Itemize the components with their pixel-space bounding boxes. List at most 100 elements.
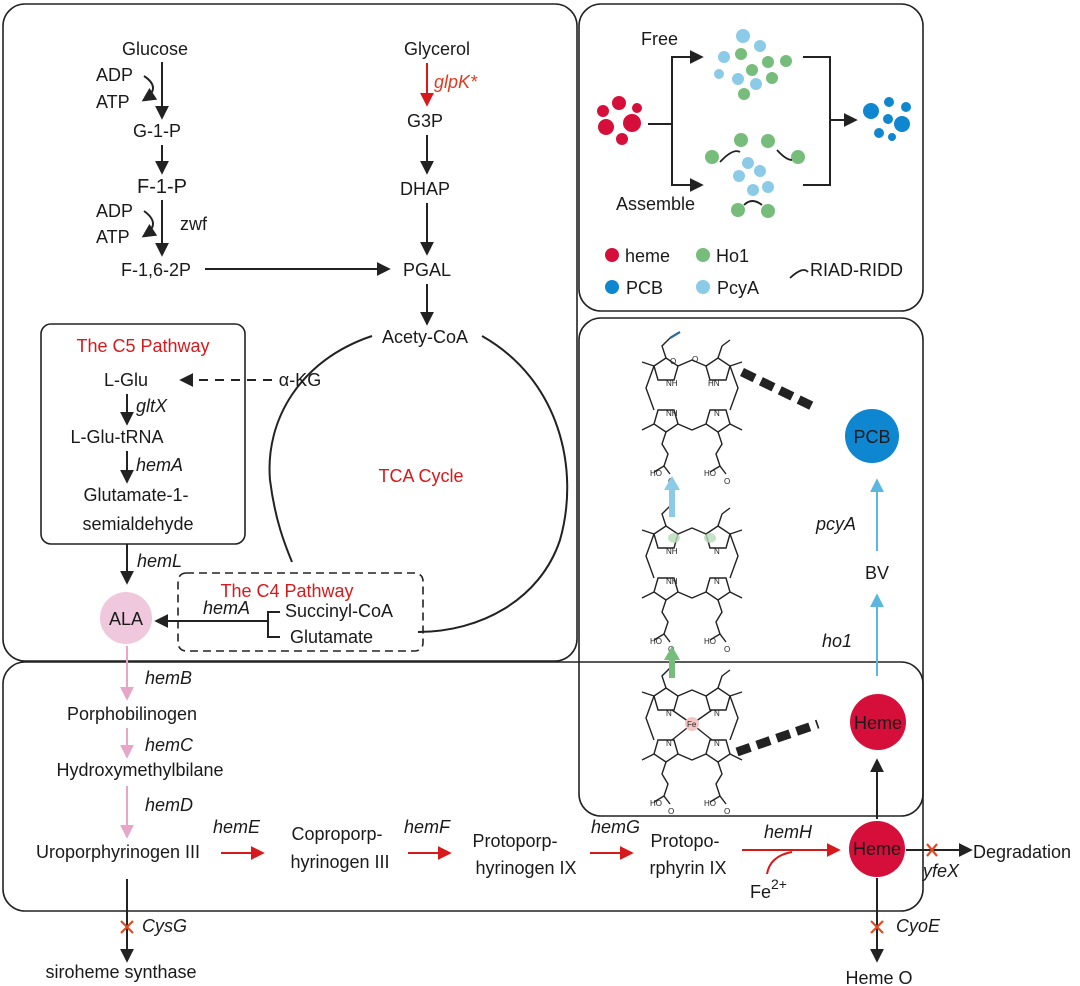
pcb-cluster [863, 97, 911, 141]
svg-text:HO: HO [650, 637, 662, 646]
fe-curve [766, 851, 793, 875]
acetyl-coa-label: Acety-CoA [382, 327, 468, 347]
g3p-label: G3P [407, 111, 443, 131]
hemd-label: hemD [145, 795, 193, 815]
glucose-label: Glucose [122, 39, 188, 59]
protoporphyrin-label-2: rphyrin IX [649, 858, 726, 878]
svg-text:O: O [724, 477, 730, 486]
pcb-molecule: NH HN NH N O O HO O HO O [641, 331, 743, 486]
heme-node-bottom [849, 821, 905, 877]
hema-c4-label: hemA [203, 598, 250, 618]
atp-label-1: ATP [96, 92, 130, 112]
svg-text:O: O [724, 645, 730, 654]
g1p-label: G-1-P [133, 121, 181, 141]
pcb-node [845, 409, 899, 463]
heme-synthesis-panel [2, 661, 924, 912]
glutamate-1-label: Glutamate-1- [83, 485, 188, 505]
glutamate-label: Glutamate [290, 627, 373, 647]
legend-ho1-label: Ho1 [716, 246, 749, 266]
heme-cluster [597, 96, 642, 145]
cysg-label: CysG [142, 916, 187, 936]
hemg-label: hemG [591, 817, 640, 837]
adp-label-1: ADP [96, 65, 133, 85]
svg-text:NH: NH [666, 577, 678, 586]
succinyl-coa-label: Succinyl-CoA [285, 601, 393, 621]
svg-text:O: O [668, 807, 674, 816]
protoporphyrin-label-1: Protopo- [650, 831, 719, 851]
legend-heme-swatch [605, 248, 619, 262]
uroporphyrinogen-label: Uroporphyrinogen III [36, 842, 200, 862]
arrow-adp-atp-2 [141, 210, 158, 238]
fe-label: Fe2+ [750, 876, 787, 902]
svg-text:O: O [670, 357, 676, 366]
arrow-bv-pcb-head [664, 476, 680, 490]
ho1-label: ho1 [822, 631, 852, 651]
svg-text:N: N [714, 547, 720, 556]
arrow-heme-bv-head [664, 646, 680, 660]
c4-bracket [267, 611, 280, 638]
adp-label-2: ADP [96, 201, 133, 221]
conversion-panel [578, 317, 924, 817]
tca-arc-right [417, 335, 569, 633]
tca-title: TCA Cycle [378, 466, 463, 486]
c4-title: The C4 Pathway [220, 581, 353, 601]
arrow-adp-atp-1 [141, 75, 158, 102]
glpk-label: glpK* [434, 72, 478, 92]
hemh-label: hemH [764, 822, 813, 842]
svg-text:N: N [666, 709, 672, 718]
hemb-label: hemB [145, 668, 192, 688]
dhap-label: DHAP [400, 179, 450, 199]
legend-heme-label: heme [625, 246, 670, 266]
hemc-label: hemC [145, 735, 194, 755]
hydroxymethylbilane-label: Hydroxymethylbilane [56, 760, 223, 780]
c5-title: The C5 Pathway [76, 336, 209, 356]
svg-text:N: N [714, 739, 720, 748]
legend-pcya-label: PcyA [717, 278, 759, 298]
coproporp-label-1: Coproporp- [291, 824, 382, 844]
svg-text:NH: NH [666, 379, 678, 388]
svg-text:N: N [714, 709, 720, 718]
yfex-block-mark [926, 843, 938, 857]
legend-pcb-swatch [605, 280, 619, 294]
atp-label-2: ATP [96, 227, 130, 247]
svg-text:NH: NH [666, 409, 678, 418]
svg-text:O: O [724, 807, 730, 816]
c4-pathway-box [177, 572, 424, 652]
arrow-assemble-branch [671, 124, 704, 192]
assemble-label: Assemble [616, 194, 695, 214]
c5-pathway-box [40, 323, 246, 545]
link-pcb-dashes [740, 367, 814, 411]
akg-label: α-KG [279, 370, 321, 390]
coproporp-label-2: hyrinogen III [290, 852, 389, 872]
siroheme-label: siroheme synthase [45, 962, 196, 982]
protoporp-label-1: Protoporp- [472, 831, 557, 851]
pgal-label: PGAL [403, 260, 451, 280]
metabolism-panel [2, 3, 578, 662]
heme-node-top [850, 694, 906, 750]
legend-pcya-swatch [696, 280, 710, 294]
heme-o-label: Heme O [845, 968, 912, 986]
hema-c5-label: hemA [136, 455, 183, 475]
svg-text:HO: HO [650, 799, 662, 808]
lglu-label: L-Glu [104, 370, 148, 390]
svg-text:NH: NH [666, 547, 678, 556]
bv-molecule: NH N NH N HO O HO O [641, 505, 743, 654]
ala-label: ALA [109, 609, 143, 629]
svg-text:HN: HN [708, 379, 720, 388]
svg-text:O: O [692, 355, 698, 364]
free-label: Free [641, 29, 678, 49]
heme-label-top: Heme [854, 713, 902, 733]
svg-text:HO: HO [704, 799, 716, 808]
porphobilinogen-label: Porphobilinogen [67, 704, 197, 724]
heme-label-bottom: Heme [853, 839, 901, 859]
heml-label: hemL [137, 551, 182, 571]
heme-molecule: Fe N N N N HO O HO O [641, 667, 743, 816]
pcb-node-label: PCB [853, 427, 890, 447]
hemf-label: hemF [404, 817, 451, 837]
heme-e-label: hemE [213, 817, 261, 837]
ala-node [100, 592, 152, 644]
cysg-block-mark [120, 920, 134, 934]
f1p-label: F-1-P [137, 176, 187, 198]
tca-arc-left [268, 335, 373, 563]
